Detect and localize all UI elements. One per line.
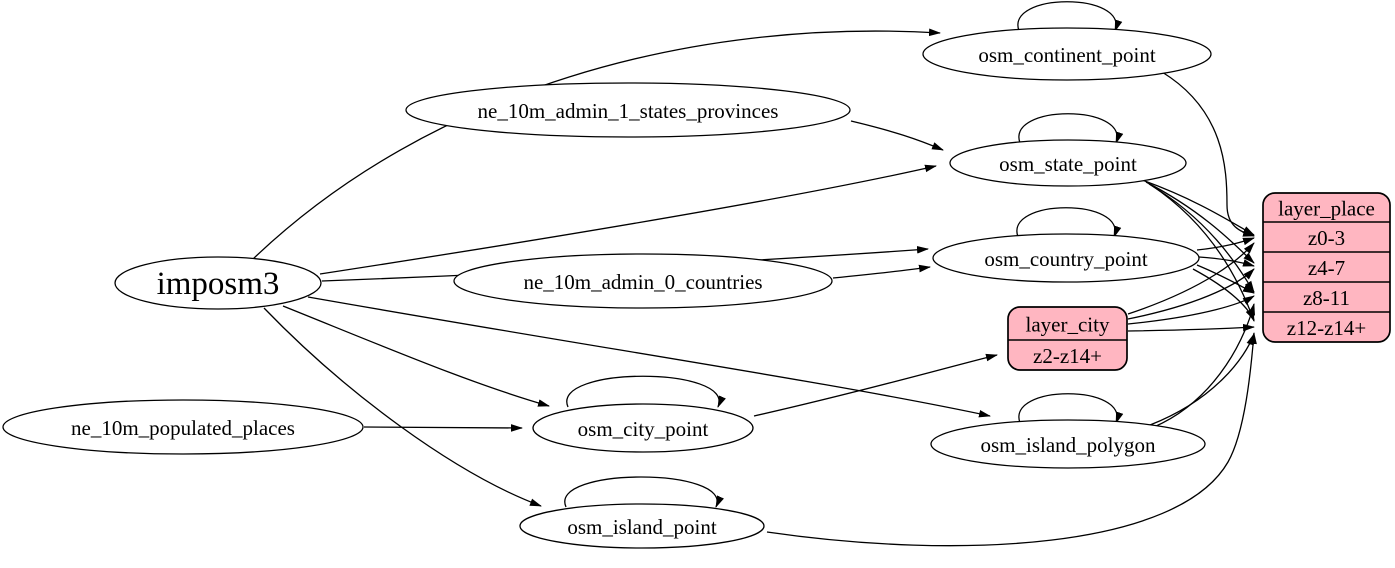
- edge-osm_country_point-to-layer_place-z0-3: [1196, 237, 1255, 251]
- node-osm_city_point: [532, 403, 754, 453]
- node-label-osm_city_point: osm_city_point: [578, 417, 709, 441]
- edge-osm_state_point-to-layer_place-z4-7: [1145, 181, 1255, 264]
- edge-osm_island_polygon-to-layer_place-z8-11: [1153, 303, 1256, 428]
- node-osm_island_polygon: [930, 419, 1206, 469]
- labels-layer: imposm3 ne_10m_admin_1_states_provincesne…: [71, 43, 1375, 539]
- edge-imposm3-to-osm_state_point: [319, 164, 937, 275]
- self-loop-osm_state_point: [1018, 113, 1124, 144]
- node-osm_state_point: [949, 139, 1187, 187]
- self-loop-osm_country_point: [1016, 207, 1122, 238]
- nodes-layer: [2, 27, 1212, 549]
- edge-osm_city_point-to-layer_city-z2-z14+: [753, 353, 998, 417]
- layer_place-row-z12-z14+: z12-z14+: [1287, 316, 1366, 340]
- edge-imposm3-to-osm_city_point: [282, 305, 550, 407]
- record-layer_city: [1007, 306, 1128, 371]
- edge-osm_state_point-to-layer_place-z8-11: [1148, 183, 1255, 293]
- edge-osm_state_point-to-layer_place-z0-3: [1141, 179, 1255, 236]
- node-label-osm_continent_point: osm_continent_point: [978, 43, 1155, 67]
- node-label-osm_state_point: osm_state_point: [999, 152, 1137, 176]
- edge-osm_island_point-to-layer_place-z12-z14+: [766, 332, 1257, 547]
- edge-ne_10m_admin_1_states_provinces-to-osm_state_point: [850, 120, 944, 151]
- edge-ne_10m_admin_0_countries-to-osm_country_point: [832, 264, 931, 279]
- edge-osm_continent_point-to-layer_place-z0-3: [1161, 71, 1255, 237]
- node-ne_10m_populated_places: [2, 399, 364, 455]
- node-label-osm_island_polygon: osm_island_polygon: [980, 433, 1156, 457]
- edge-layer_city-to-layer_place-z0-3: [1127, 242, 1255, 315]
- node-label-osm_country_point: osm_country_point: [984, 247, 1147, 271]
- node-label-osm_island_point: osm_island_point: [567, 515, 717, 539]
- self-loop-osm_island_polygon: [1018, 393, 1124, 424]
- edge-osm_island_polygon-to-layer_place-z12-z14+: [1149, 333, 1255, 426]
- edges-layer: [252, 1, 1257, 547]
- edge-layer_city-to-layer_place-z12-z14+: [1127, 323, 1255, 332]
- self-loop-osm_city_point: [566, 375, 726, 408]
- self-loop-osm_continent_point: [1017, 1, 1123, 32]
- node-label-ne_10m_admin_0_countries: ne_10m_admin_0_countries: [523, 270, 762, 294]
- record-layer_place: [1262, 192, 1391, 343]
- edge-imposm3-to-osm_island_polygon: [307, 296, 991, 418]
- edge-imposm3-to-osm_island_point: [263, 307, 542, 507]
- edge-imposm3-to-osm_continent_point: [252, 28, 941, 260]
- records-layer: [1007, 192, 1391, 371]
- edge-layer_city-to-layer_place-z8-11: [1127, 295, 1255, 325]
- node-osm_island_point: [519, 503, 765, 549]
- node-imposm3: [114, 256, 322, 310]
- layer_place-row-z4-7: z4-7: [1308, 256, 1345, 280]
- node-ne_10m_admin_0_countries: [453, 253, 833, 309]
- record-header-layer_place: layer_place: [1278, 197, 1375, 221]
- node-label-ne_10m_admin_1_states_provinces: ne_10m_admin_1_states_provinces: [478, 99, 779, 123]
- edge-osm_country_point-to-layer_place-z12-z14+: [1192, 268, 1255, 321]
- node-osm_continent_point: [922, 27, 1212, 81]
- node-ne_10m_admin_1_states_provinces: [405, 82, 851, 138]
- self-loop-osm_island_point: [564, 476, 724, 508]
- layer_place-row-z0-3: z0-3: [1308, 226, 1345, 250]
- edge-osm_country_point-to-layer_place-z8-11: [1196, 264, 1255, 294]
- node-label-ne_10m_populated_places: ne_10m_populated_places: [71, 416, 295, 440]
- node-label-imposm3: imposm3: [157, 266, 280, 302]
- layer_place-row-z8-11: z8-11: [1303, 286, 1350, 310]
- edge-ne_10m_populated_places-to-osm_city_point: [363, 424, 523, 432]
- edge-layer_city-to-layer_place-z4-7: [1127, 268, 1255, 320]
- record-header-layer_city: layer_city: [1026, 313, 1110, 337]
- layer_city-row-z2-z14+: z2-z14+: [1033, 344, 1102, 368]
- node-osm_country_point: [932, 233, 1200, 283]
